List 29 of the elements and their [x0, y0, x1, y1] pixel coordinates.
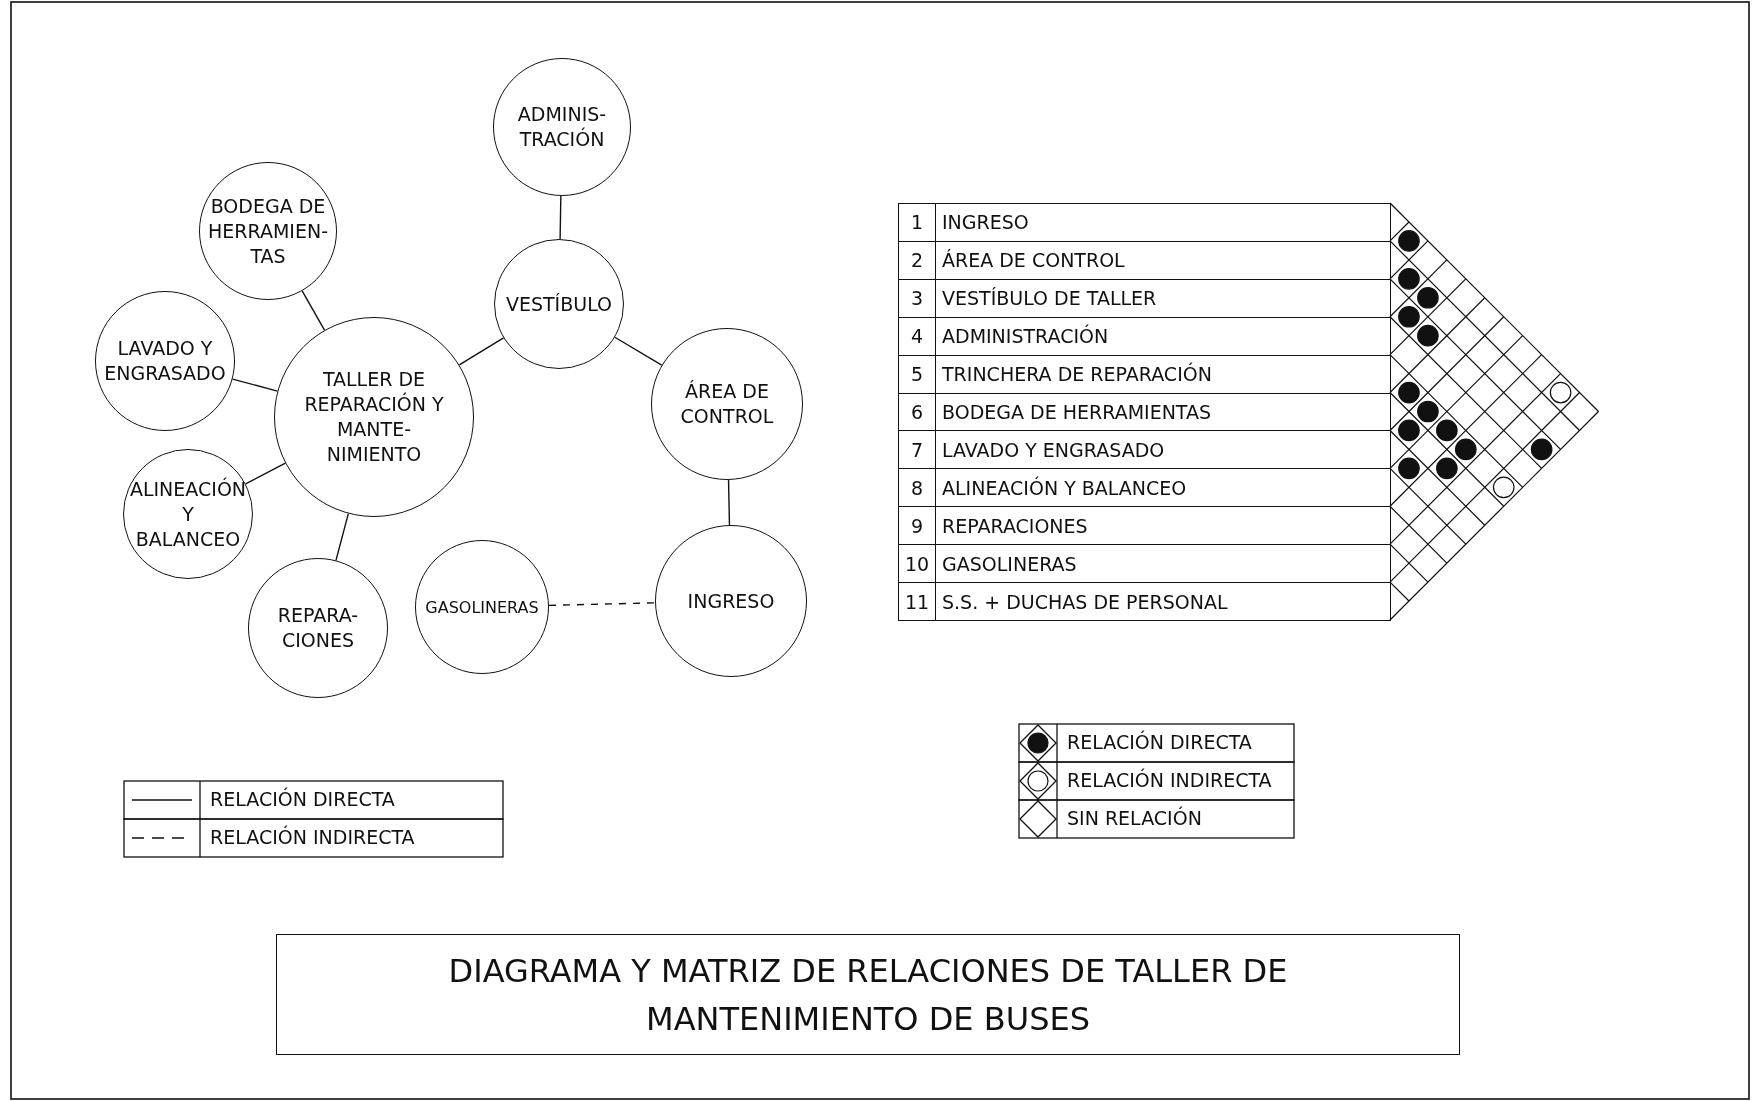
connector-line	[727, 479, 731, 526]
connector-line	[559, 195, 562, 240]
legend-label: RELACIÓN DIRECTA	[210, 788, 395, 810]
connector-line	[231, 378, 279, 392]
row-number: 11	[898, 582, 936, 621]
connector-line	[244, 462, 287, 485]
bubble-label: ADMINIS- TRACIÓN	[516, 102, 608, 152]
row-number: 1	[898, 203, 936, 242]
title-text: DIAGRAMA Y MATRIZ DE RELACIONES DE TALLER DE MANTENIMIENTO DE BUSES	[447, 950, 1289, 1040]
legend-label: RELACIÓN DIRECTA	[1067, 731, 1252, 753]
dashed-connector	[548, 602, 656, 607]
bubble-label: ÁREA DE CONTROL	[679, 379, 775, 429]
connector-line	[614, 336, 663, 366]
bubble-label: REPARA- CIONES	[276, 603, 360, 653]
connector-line	[335, 512, 350, 562]
legend-label: SIN RELACIÓN	[1067, 807, 1202, 829]
bubble-label: GASOLINERAS	[424, 596, 540, 619]
connector-line	[458, 337, 505, 366]
legend-label: RELACIÓN INDIRECTA	[210, 826, 415, 848]
table-cell: S.S. + DUCHAS DE PERSONAL	[935, 582, 1391, 621]
table-cell: INGRESO	[935, 203, 1391, 242]
bubble-label: LAVADO Y ENGRASADO	[103, 336, 227, 386]
connector-line	[301, 290, 326, 331]
bubble-label: BODEGA DE HERRAMIEN- TAS	[208, 193, 328, 269]
bubble-label: VESTÍBULO	[504, 291, 614, 317]
bubble-label: TALLER DE REPARACIÓN Y MANTE- NIMIENTO	[303, 367, 445, 467]
bubble-label: INGRESO	[686, 588, 776, 614]
legend-label: RELACIÓN INDIRECTA	[1067, 769, 1272, 791]
bubble-label: ALINEACIÓN Y BALANCEO	[128, 476, 248, 552]
